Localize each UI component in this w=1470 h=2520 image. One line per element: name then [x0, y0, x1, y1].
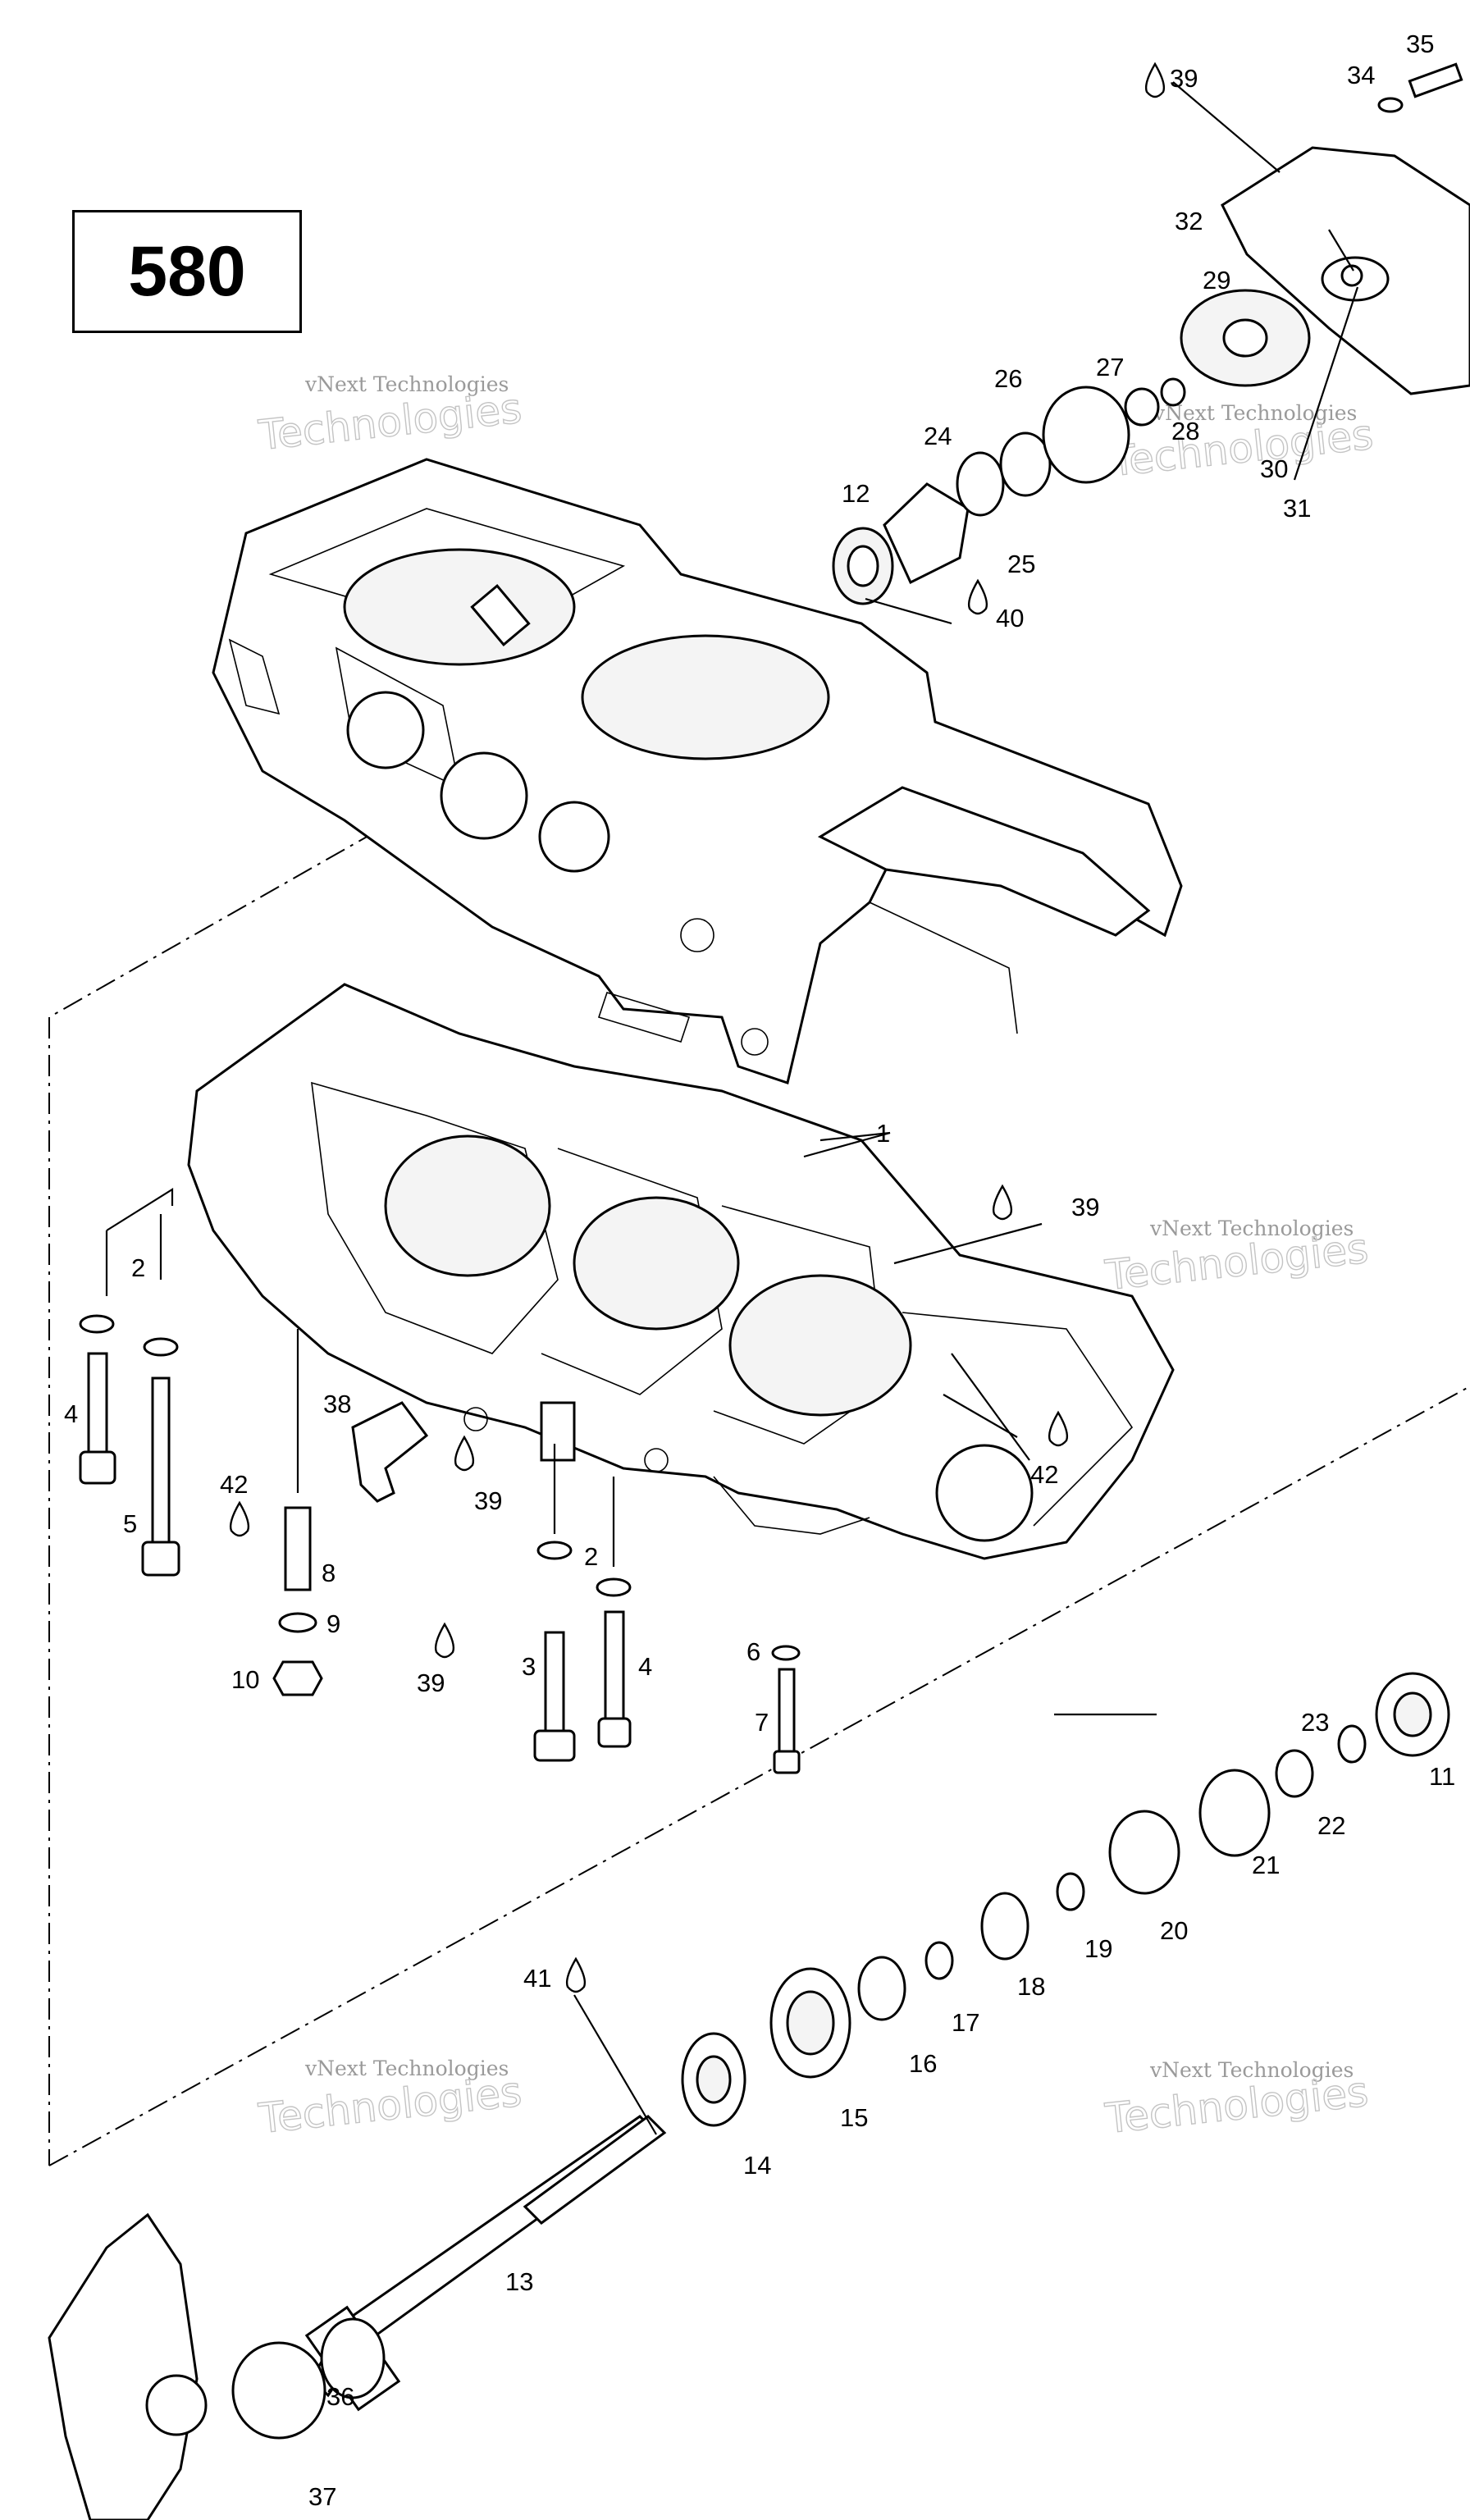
- assembly-line: [48, 1386, 1470, 2166]
- callout-30: 30: [1260, 454, 1288, 483]
- callout-40: 40: [996, 604, 1024, 632]
- callout-23: 23: [1301, 1708, 1329, 1737]
- watermark-text: vNext Technologies: [1153, 401, 1357, 425]
- drive-shaft-assembly: [48, 1672, 1450, 2520]
- callout-6: 6: [746, 1637, 760, 1666]
- callout-42: 42: [220, 1470, 248, 1499]
- lower-crankcase: [187, 983, 1175, 1560]
- callout-10: 10: [231, 1665, 259, 1694]
- callout-21: 21: [1252, 1851, 1280, 1879]
- callout-19: 19: [1084, 1934, 1112, 1963]
- drop-icon: [434, 1622, 455, 1659]
- drop-icon: [967, 578, 988, 615]
- callout-37: 37: [308, 2482, 336, 2511]
- callout-31: 31: [1283, 494, 1311, 523]
- callout-39: 39: [417, 1669, 445, 1697]
- watermark-text: vNext Technologies: [1149, 1217, 1354, 1240]
- callout-13: 13: [505, 2267, 533, 2296]
- callout-16: 16: [909, 2049, 937, 2078]
- drop-icon: [992, 1184, 1013, 1221]
- callout-11: 11: [1429, 1762, 1455, 1791]
- callout-39: 39: [1071, 1193, 1099, 1221]
- callout-3: 3: [522, 1652, 536, 1681]
- drop-icon: [229, 1500, 250, 1537]
- callout-25: 25: [1007, 550, 1035, 578]
- callout-34: 34: [1347, 61, 1375, 89]
- assembly-lines: [48, 811, 1470, 2166]
- callout-36: 36: [326, 2382, 354, 2411]
- callout-32: 32: [1175, 207, 1203, 235]
- callout-29: 29: [1203, 266, 1230, 294]
- watermark-text: vNext Technologies: [1149, 2058, 1354, 2082]
- drop-icon: [1144, 62, 1166, 98]
- callout-27: 27: [1096, 353, 1124, 381]
- model-number-box: 580: [72, 210, 302, 333]
- drop-icon: [1048, 1410, 1069, 1447]
- callout-20: 20: [1160, 1916, 1188, 1945]
- callout-17: 17: [952, 2008, 979, 2037]
- callout-15: 15: [840, 2103, 868, 2132]
- part-callouts: 1 2 2 3 4 4 5 6 7 8 9 10 11 12 13 14 15 …: [64, 30, 1455, 2511]
- callout-8: 8: [322, 1559, 336, 1587]
- callout-2: 2: [131, 1253, 145, 1282]
- watermark-text: vNext Technologies: [304, 2057, 509, 2080]
- callout-1: 1: [876, 1119, 890, 1148]
- callout-9: 9: [326, 1609, 340, 1638]
- callout-28: 28: [1171, 417, 1199, 445]
- callout-38: 38: [323, 1390, 351, 1418]
- callout-7: 7: [755, 1708, 769, 1737]
- fasteners-left: [79, 1314, 801, 1774]
- top-right-components: [832, 62, 1470, 605]
- watermark-text: vNext Technologies: [304, 372, 509, 396]
- drop-icon: [454, 1435, 475, 1472]
- callout-41: 41: [523, 1964, 551, 1993]
- model-number: 580: [128, 231, 246, 311]
- callout-4: 4: [638, 1652, 652, 1681]
- callout-5: 5: [123, 1509, 137, 1538]
- callout-35: 35: [1406, 30, 1434, 58]
- drop-icon: [565, 1956, 587, 1993]
- callout-39: 39: [1170, 64, 1198, 93]
- callout-42: 42: [1030, 1460, 1058, 1489]
- callout-18: 18: [1017, 1972, 1045, 2001]
- callout-39: 39: [474, 1486, 502, 1515]
- callout-12: 12: [842, 479, 870, 508]
- callout-14: 14: [743, 2151, 771, 2180]
- lubricant-drops: [229, 62, 1166, 1993]
- callout-24: 24: [924, 422, 952, 450]
- callout-22: 22: [1317, 1811, 1345, 1840]
- callout-26: 26: [994, 364, 1022, 393]
- callout-2: 2: [584, 1542, 598, 1571]
- assembly-line: [48, 811, 411, 1018]
- leader-lines: [105, 81, 1359, 2135]
- callout-4: 4: [64, 1399, 78, 1428]
- upper-crankcase: [212, 458, 1183, 1084]
